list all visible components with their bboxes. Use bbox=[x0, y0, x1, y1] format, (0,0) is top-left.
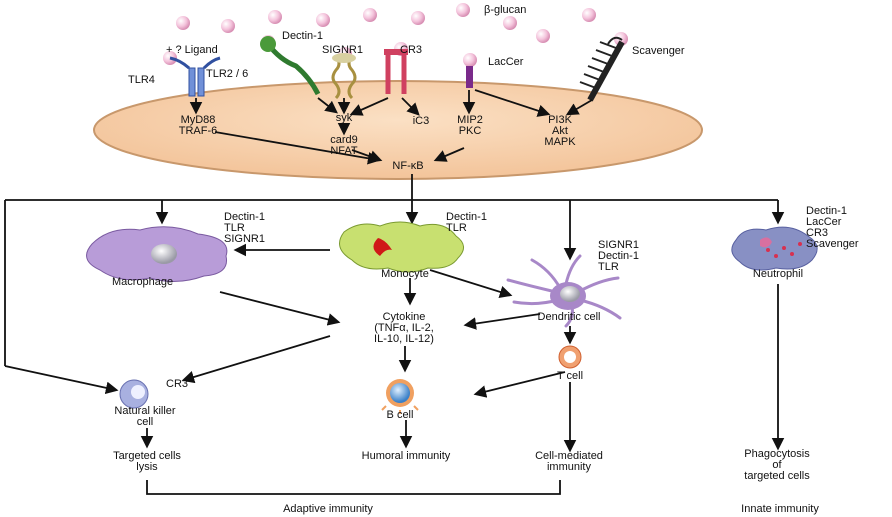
question-ligand-label: + ? Ligand bbox=[166, 44, 218, 56]
distribution-bus bbox=[4, 174, 785, 395]
scavenger-receptor-label: Scavenger bbox=[632, 45, 685, 57]
nfat-label: NFAT bbox=[330, 145, 358, 157]
natural-killer-cell bbox=[119, 379, 149, 409]
pi3k-label: PI3K bbox=[548, 114, 572, 126]
cytokine-line-2: (TNFα, IL-2, bbox=[374, 322, 434, 334]
cytokine-line-1: Cytokine bbox=[382, 311, 426, 323]
nfkb-label: NF-κB bbox=[392, 160, 424, 172]
tlr2-6-label: TLR2 / 6 bbox=[206, 68, 249, 80]
dectin1-receptor-glyph bbox=[260, 36, 321, 96]
ligand-label: β-glucan bbox=[484, 4, 527, 16]
phago-line-3: targeted cells bbox=[744, 470, 810, 482]
macrophage-label: Macrophage bbox=[112, 276, 174, 288]
monocyte-receptor-2: TLR bbox=[446, 222, 467, 234]
monocyte-label: Monocyte bbox=[381, 268, 429, 280]
monocyte-receptor-1: Dectin-1 bbox=[446, 211, 487, 223]
laccer-receptor-glyph bbox=[466, 66, 473, 88]
neutrophil-receptor-4: Scavenger bbox=[806, 238, 859, 250]
t-cell bbox=[558, 345, 582, 369]
myd88-label: MyD88 bbox=[180, 114, 216, 126]
phago-line-1: Phagocytosis bbox=[744, 448, 810, 460]
t-cell-label: T cell bbox=[556, 370, 584, 382]
dendritic-label: Dendritic cell bbox=[537, 311, 601, 323]
nk-label-line-1: Natural killer bbox=[114, 405, 176, 417]
macrophage-receptor-2: TLR bbox=[224, 222, 245, 234]
membrane-arrows bbox=[189, 89, 593, 165]
neutrophil-receptor-2: LacCer bbox=[806, 216, 842, 228]
traf6-label: TRAF-6 bbox=[178, 125, 218, 137]
mapk-label: MAPK bbox=[544, 136, 576, 148]
macrophage-receptor-1: Dectin-1 bbox=[224, 211, 265, 223]
syk-label: syk bbox=[335, 112, 353, 124]
dendritic-receptor-2: Dectin-1 bbox=[598, 250, 639, 262]
dendritic-receptor-1: SIGNR1 bbox=[598, 239, 639, 251]
tlr-receptor-glyph bbox=[169, 56, 221, 97]
cell-arrows bbox=[140, 243, 785, 453]
b-cell bbox=[381, 379, 419, 414]
nk-receptor-label: CR3 bbox=[166, 378, 189, 390]
scavenger-receptor-glyph bbox=[579, 36, 625, 102]
neutrophil-receptor-1: Dectin-1 bbox=[806, 205, 847, 217]
cr3-receptor-label: CR3 bbox=[400, 44, 423, 56]
adaptive-immunity-label: Adaptive immunity bbox=[283, 503, 373, 515]
adaptive-bracket bbox=[146, 480, 561, 495]
neutrophil-label: Neutrophil bbox=[752, 268, 804, 280]
dendritic-receptor-3: TLR bbox=[598, 261, 619, 273]
lysis-line-2: lysis bbox=[136, 461, 158, 473]
signr1-receptor-glyph bbox=[331, 53, 357, 100]
nk-label-line-2: cell bbox=[136, 416, 154, 428]
monocyte-cell bbox=[339, 221, 464, 273]
dendritic-cell bbox=[506, 254, 622, 328]
dectin1-receptor-label: Dectin-1 bbox=[282, 30, 323, 42]
macrophage-receptor-3: SIGNR1 bbox=[224, 233, 265, 245]
tlr4-label: TLR4 bbox=[128, 74, 155, 86]
akt-label: Akt bbox=[552, 125, 568, 137]
b-cell-label: B cell bbox=[386, 409, 414, 421]
humoral-label: Humoral immunity bbox=[361, 450, 451, 462]
pkc-label: PKC bbox=[458, 125, 482, 137]
ic3-label: iC3 bbox=[412, 115, 430, 127]
signr1-receptor-label: SIGNR1 bbox=[322, 44, 363, 56]
laccer-receptor-label: LacCer bbox=[488, 56, 524, 68]
cytokine-line-3: IL-10, IL-12) bbox=[374, 333, 434, 345]
neutrophil-receptor-3: CR3 bbox=[806, 227, 829, 239]
cr3-receptor-glyph bbox=[384, 49, 408, 94]
lysis-line-1: Targeted cells bbox=[113, 450, 181, 462]
cellmed-line-2: immunity bbox=[546, 461, 591, 473]
macrophage-cell bbox=[86, 226, 228, 282]
mip2-label: MIP2 bbox=[457, 114, 483, 126]
neutrophil-cell bbox=[731, 226, 818, 271]
phago-line-2: of bbox=[772, 459, 782, 471]
card9-label: card9 bbox=[330, 134, 358, 146]
beta-glucan-particles bbox=[163, 3, 628, 67]
innate-immunity-label: Innate immunity bbox=[741, 503, 819, 515]
cellmed-line-1: Cell-mediated bbox=[535, 450, 603, 462]
